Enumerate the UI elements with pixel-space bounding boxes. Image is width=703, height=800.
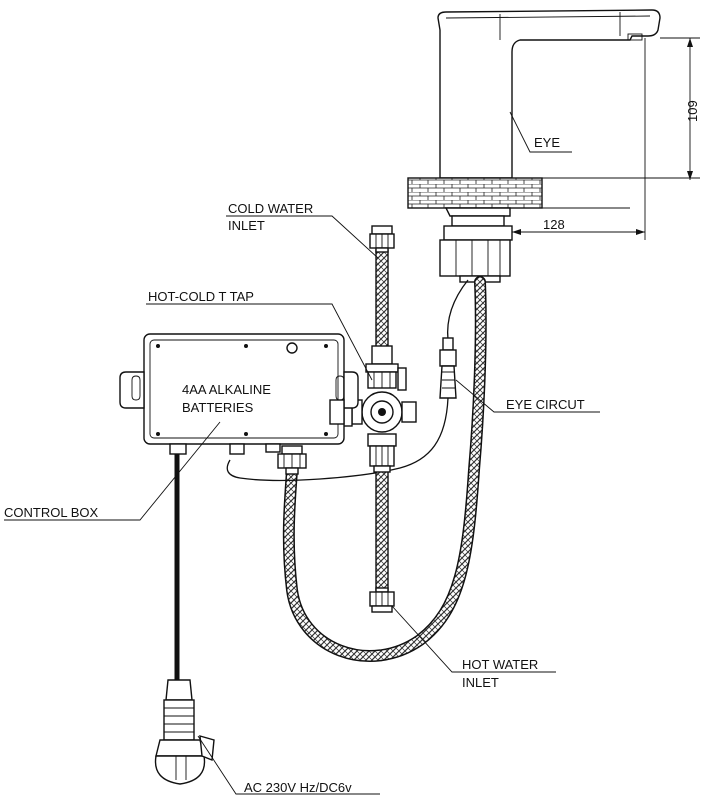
hose-nut (277, 445, 307, 475)
power-leader (197, 735, 380, 795)
dim-height-label: 109 (685, 100, 700, 122)
hot-water-leader (391, 605, 556, 673)
dim-reach-label: 128 (543, 217, 565, 232)
hot-water-fitting (369, 587, 395, 613)
power-plug (154, 679, 215, 785)
cold-water-leader (226, 215, 379, 259)
faucet-spout (437, 9, 661, 179)
hot-water-label-2: INLET (462, 675, 499, 690)
power-label: AC 230V Hz/DC6v (244, 780, 352, 795)
eye-leader (509, 111, 572, 153)
hot-water-label-1: HOT WATER (462, 657, 538, 672)
mounting-nut (439, 207, 513, 283)
eye-label: EYE (534, 135, 560, 150)
hot-water-hose (375, 469, 389, 591)
countertop (407, 177, 700, 209)
eye-circuit-label: EYE CIRCUT (506, 397, 585, 412)
cold-water-label-1: COLD WATER (228, 201, 313, 216)
t-tap-leader (146, 303, 373, 381)
eye-connector (439, 337, 457, 399)
control-box-leader (4, 421, 221, 521)
control-box (119, 333, 359, 455)
t-tap (339, 345, 417, 473)
batteries-label-2: BATTERIES (182, 400, 254, 415)
cold-water-label-2: INLET (228, 218, 265, 233)
dimension-height (660, 37, 700, 180)
batteries-label-1: 4AA ALKALINE (182, 382, 271, 397)
cold-water-fitting (369, 225, 395, 253)
control-box-label: CONTROL BOX (4, 505, 98, 520)
eye-cable (446, 279, 469, 341)
dimension-reach (512, 38, 646, 240)
eye-cable-to-box (226, 397, 449, 482)
eye-circuit-leader (455, 379, 600, 413)
t-tap-label: HOT-COLD T TAP (148, 289, 254, 304)
